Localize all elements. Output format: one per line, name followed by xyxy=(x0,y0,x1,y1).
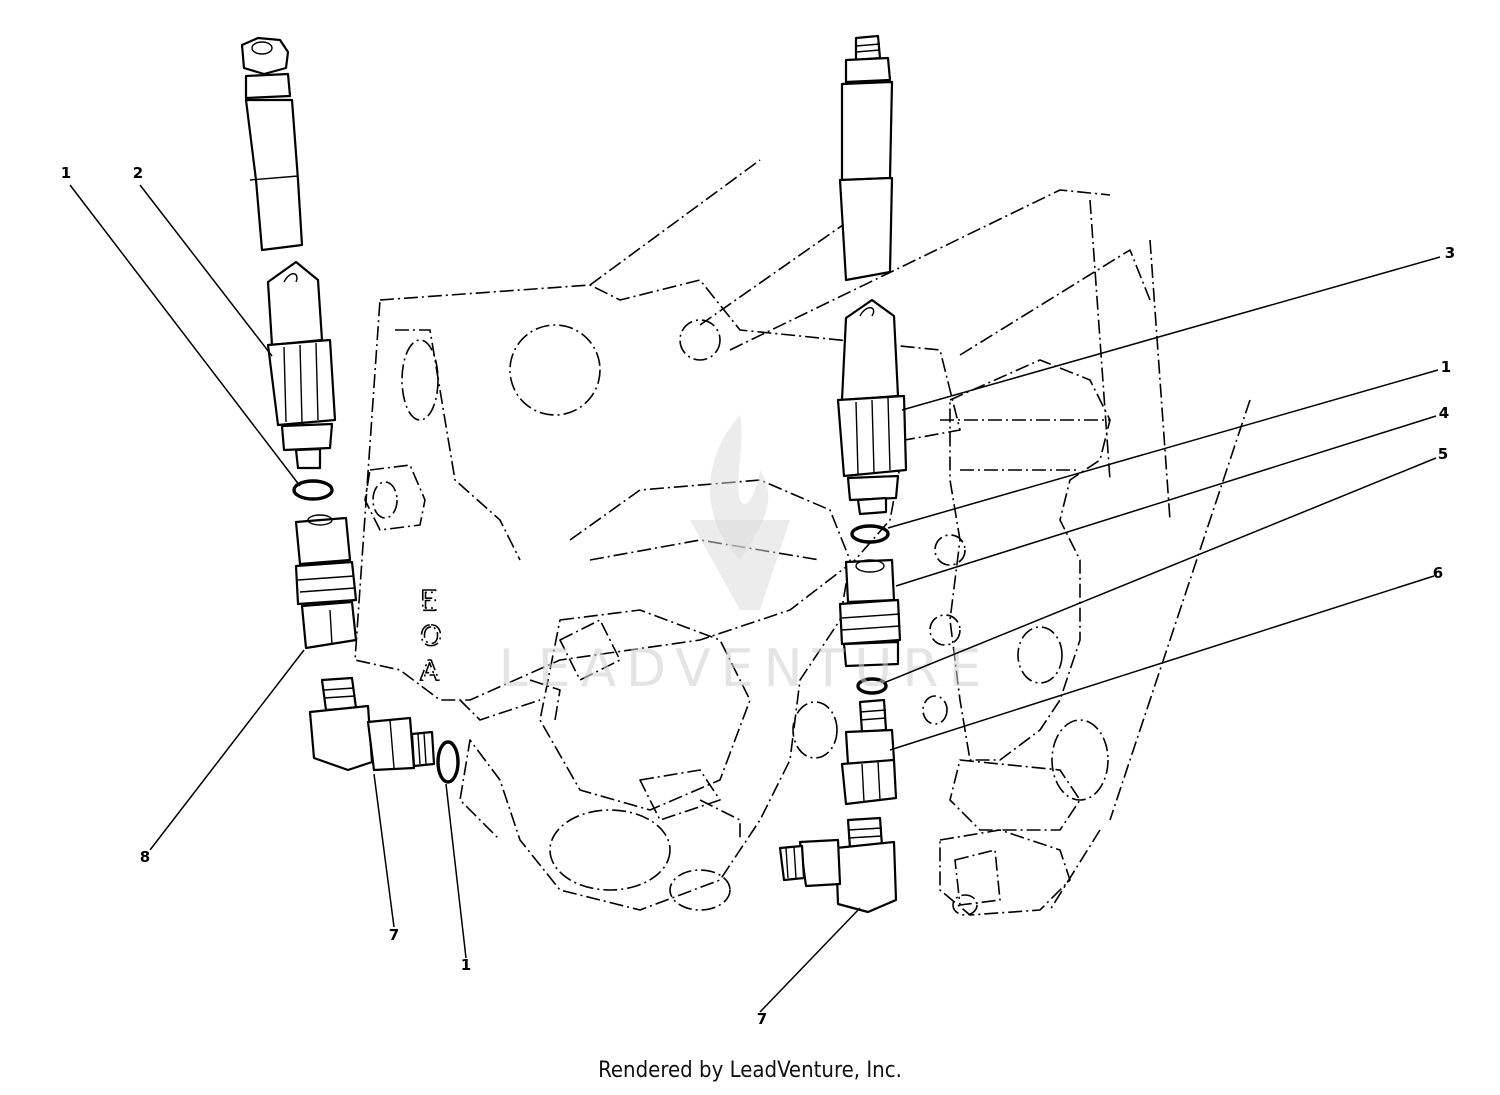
hose-fitting-right xyxy=(836,298,908,516)
watermark-text: LEADVENTURE xyxy=(499,639,992,699)
o-ring-upper-right xyxy=(850,524,890,544)
elbow-fitting-right xyxy=(778,816,898,914)
callout-label: 2 xyxy=(133,164,143,182)
quick-coupler-right xyxy=(838,558,902,668)
hose-fitting-left xyxy=(266,260,337,470)
o-ring-middle-right xyxy=(856,677,888,695)
svg-text:E: E xyxy=(420,584,438,617)
rendered-by-credit: Rendered by LeadVenture, Inc. xyxy=(598,1058,902,1083)
leadventure-watermark: LEADVENTURE xyxy=(499,415,992,699)
callout-labels: 1 2 3 1 4 5 6 8 7 1 7 xyxy=(61,164,1455,1028)
quick-coupler-left xyxy=(294,514,358,650)
callout-label: 7 xyxy=(757,1010,767,1028)
elbow-fitting-left xyxy=(308,676,436,772)
callout-label: 1 xyxy=(61,164,71,182)
mounting-bracket: E O A xyxy=(354,159,1171,701)
callout-label: 1 xyxy=(461,956,471,974)
callout-label: 3 xyxy=(1445,244,1455,262)
adapter-fitting-right xyxy=(840,698,898,806)
o-ring-upper-left xyxy=(292,479,334,501)
svg-text:A: A xyxy=(420,654,439,687)
callout-label: 1 xyxy=(1441,358,1451,376)
leader-lines xyxy=(69,184,1441,1013)
callout-label: 4 xyxy=(1439,404,1449,422)
control-valve-body xyxy=(922,359,1251,911)
callout-label: 7 xyxy=(389,926,399,944)
hose-end-left xyxy=(240,36,304,252)
control-knob xyxy=(939,829,1071,916)
bracket-bolt xyxy=(364,464,426,531)
callout-label: 8 xyxy=(140,848,150,866)
callout-label: 5 xyxy=(1438,445,1448,463)
pump-housing xyxy=(459,479,851,911)
callout-label: 6 xyxy=(1433,564,1443,582)
o-ring-lower-left xyxy=(436,740,460,784)
hose-end-right xyxy=(838,34,894,282)
svg-text:O: O xyxy=(420,619,442,652)
